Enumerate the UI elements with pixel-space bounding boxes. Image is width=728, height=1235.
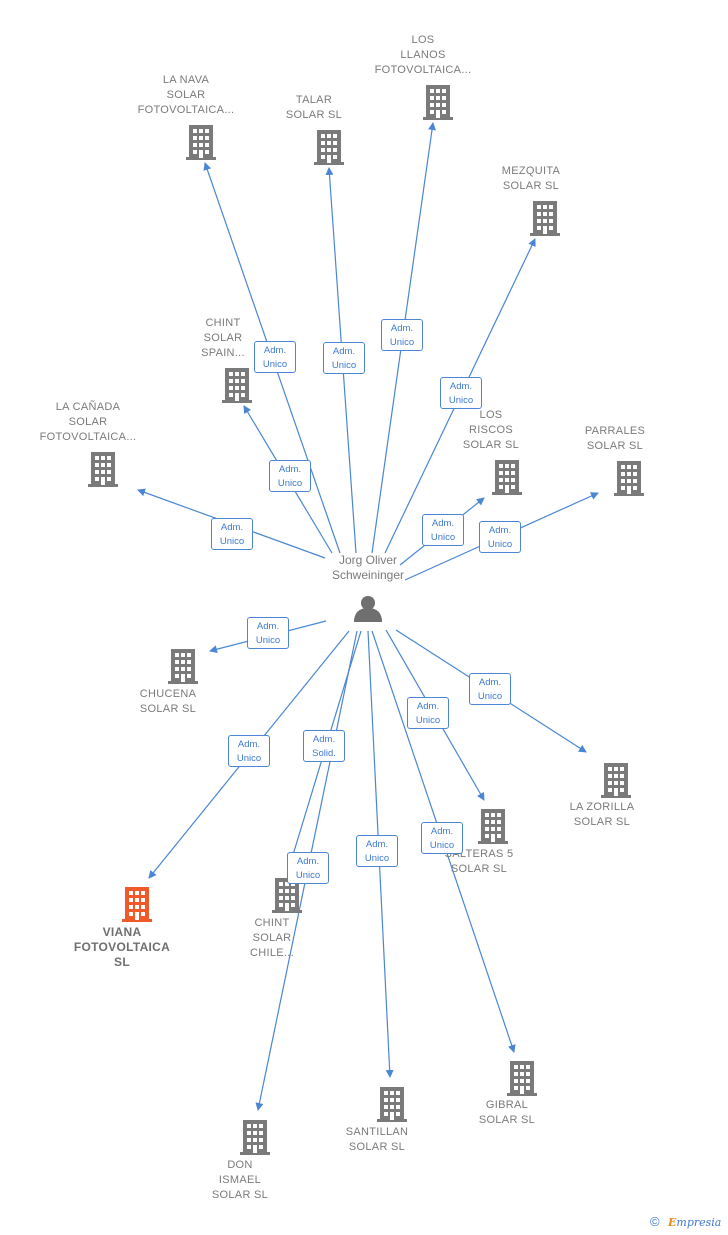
company-label-chint-spain[interactable]: CHINT SOLAR SPAIN...	[201, 317, 245, 359]
role-badge-la-canada: Adm. Unico	[211, 518, 253, 550]
building-icon[interactable]	[530, 201, 560, 237]
building-icon[interactable]	[507, 1061, 537, 1097]
role-badge-don-ismael: Adm. Solid.	[303, 730, 345, 762]
role-badge-chucena: Adm. Unico	[247, 617, 289, 649]
role-badge-parrales: Adm. Unico	[479, 521, 521, 553]
company-label-don-ismael[interactable]: DON ISMAEL SOLAR SL	[211, 1159, 269, 1201]
role-badge-los-llanos: Adm. Unico	[381, 319, 423, 351]
role-badge-los-riscos: Adm. Unico	[422, 514, 464, 546]
building-icon[interactable]	[478, 809, 508, 845]
role-badge-chint-chile: Adm. Unico	[287, 852, 329, 884]
building-icon[interactable]	[492, 460, 522, 496]
company-label-la-canada[interactable]: LA CAÑADA SOLAR FOTOVOLTAICA...	[39, 401, 137, 443]
company-label-los-llanos[interactable]: LOS LLANOS FOTOVOLTAICA...	[374, 34, 472, 76]
role-badge-santillan: Adm. Unico	[356, 835, 398, 867]
building-icon[interactable]	[240, 1120, 270, 1156]
company-label-chint-chile[interactable]: CHINT SOLAR CHILE...	[250, 917, 294, 959]
building-icon[interactable]	[377, 1087, 407, 1123]
role-badge-la-nava: Adm. Unico	[254, 341, 296, 373]
role-badge-chint-spain: Adm. Unico	[269, 460, 311, 492]
company-label-talar[interactable]: TALAR SOLAR SL	[285, 94, 343, 121]
role-badge-viana: Adm. Unico	[228, 735, 270, 767]
building-icon[interactable]	[601, 763, 631, 799]
brand-logo: Empresia	[668, 1216, 722, 1229]
company-label-parrales[interactable]: PARRALES SOLAR SL	[584, 425, 646, 452]
building-icon[interactable]	[314, 130, 344, 166]
company-label-mezquita[interactable]: MEZQUITA SOLAR SL	[501, 165, 561, 192]
company-label-la-zorilla[interactable]: LA ZORILLA SOLAR SL	[569, 801, 635, 828]
role-badge-mezquita: Adm. Unico	[440, 377, 482, 409]
company-label-viana[interactable]: VIANA FOTOVOLTAICA SL	[73, 925, 171, 969]
building-icon[interactable]	[186, 125, 216, 161]
company-label-los-riscos[interactable]: LOS RISCOS SOLAR SL	[462, 409, 520, 451]
company-label-la-nava[interactable]: LA NAVA SOLAR FOTOVOLTAICA...	[137, 74, 235, 116]
person-icon[interactable]	[354, 596, 382, 622]
building-icon[interactable]	[168, 649, 198, 685]
role-badge-la-zorilla: Adm. Unico	[469, 673, 511, 705]
person-name[interactable]: Jorg Oliver Schweininger	[331, 553, 405, 582]
building-icon[interactable]	[614, 461, 644, 497]
company-label-santillan[interactable]: SANTILLAN SOLAR SL	[345, 1126, 409, 1153]
company-label-chucena[interactable]: CHUCENA SOLAR SL	[139, 688, 197, 715]
building-icon[interactable]	[423, 85, 453, 121]
building-icon[interactable]	[222, 368, 252, 404]
building-icon[interactable]	[88, 452, 118, 488]
role-badge-talar: Adm. Unico	[323, 342, 365, 374]
company-label-gibral[interactable]: GIBRAL SOLAR SL	[478, 1099, 536, 1126]
copyright-icon: ©	[650, 1214, 660, 1229]
role-badge-gibral: Adm. Unico	[421, 822, 463, 854]
role-badge-salteras: Adm. Unico	[407, 697, 449, 729]
building-icon[interactable]	[122, 887, 152, 923]
